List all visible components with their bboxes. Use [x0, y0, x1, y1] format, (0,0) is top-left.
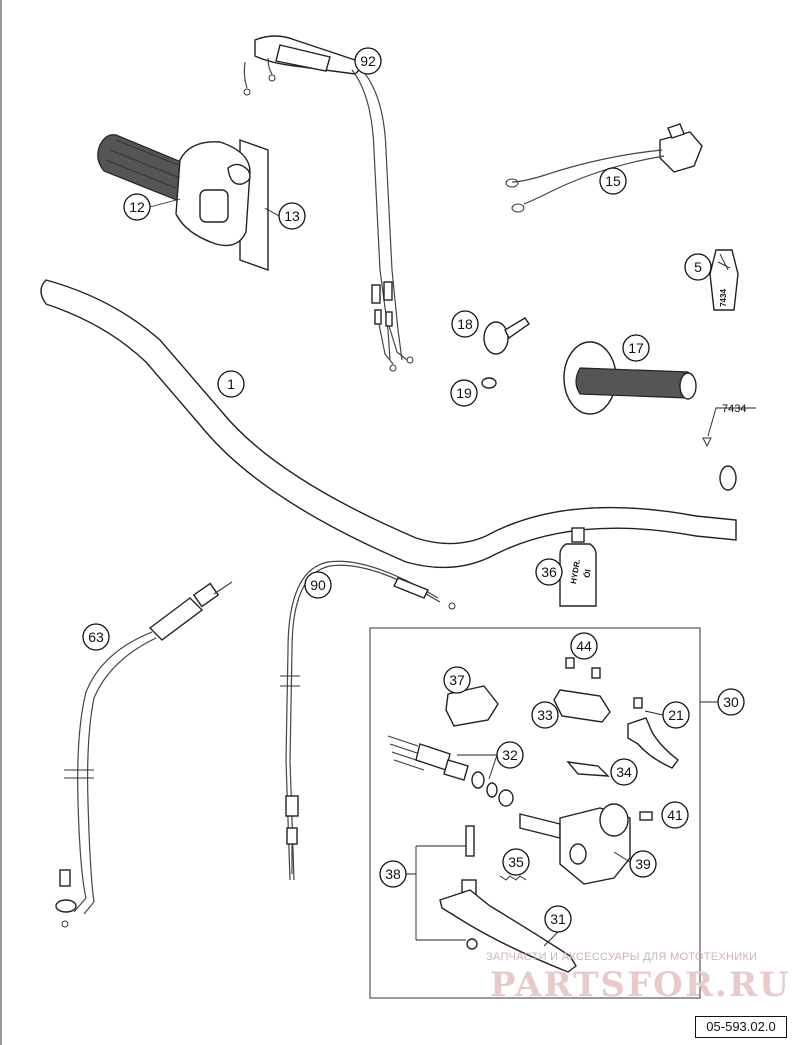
callout-35: 35 [502, 848, 530, 876]
throttle-cable [243, 35, 414, 372]
svg-text:33: 33 [537, 707, 553, 723]
callout-36: 36 [535, 558, 563, 586]
bottle-label-1: HYDR. [569, 559, 582, 585]
callout-41: 41 [661, 801, 689, 829]
master-cylinder-body [519, 803, 631, 885]
svg-text:34: 34 [616, 764, 632, 780]
reference-code: 05-593.02.0 [695, 1016, 787, 1038]
page-edge [0, 0, 2, 1045]
left-grip [563, 341, 697, 415]
svg-text:30: 30 [723, 694, 739, 710]
adjuster-lever [627, 697, 679, 769]
svg-text:92: 92 [360, 53, 376, 69]
dimension-label: 7434 [722, 403, 746, 415]
callout-34: 34 [610, 758, 638, 786]
watermark-logo: PARTSFOR.RU [490, 965, 791, 1005]
callout-1: 1 [217, 370, 245, 398]
svg-text:12: 12 [129, 199, 145, 215]
callout-5: 5 [684, 253, 712, 281]
svg-text:36: 36 [541, 564, 557, 580]
clutch-master-cylinder-group [369, 627, 718, 999]
svg-text:13: 13 [284, 208, 300, 224]
reservoir-cover [553, 689, 611, 723]
spring [499, 875, 527, 881]
svg-text:15: 15 [605, 173, 621, 189]
svg-text:41: 41 [667, 807, 683, 823]
svg-text:39: 39 [635, 856, 651, 872]
svg-text:44: 44 [576, 638, 592, 654]
piston-kit [387, 735, 514, 807]
hydraulic-oil-bottle: HYDR. Öl [559, 527, 597, 607]
svg-text:5: 5 [694, 259, 702, 275]
watermark-tagline: ЗАПЧАСТИ И АКСЕССУАРЫ ДЛЯ МОТОТЕХНИКИ [486, 951, 757, 963]
svg-text:18: 18 [457, 316, 473, 332]
svg-text:90: 90 [310, 577, 326, 593]
svg-text:38: 38 [385, 866, 401, 882]
svg-text:19: 19 [456, 385, 472, 401]
callout-18: 18 [451, 310, 479, 338]
svg-text:63: 63 [88, 629, 104, 645]
callout-19: 19 [450, 379, 478, 407]
hotstart-cable [55, 581, 233, 928]
callout-92: 92 [354, 47, 382, 75]
svg-text:37: 37 [449, 672, 465, 688]
callout-37: 37 [443, 666, 471, 694]
callout-90: 90 [304, 571, 332, 599]
throttle-housing [175, 139, 269, 271]
callout-21: 21 [662, 701, 690, 729]
callout-31: 31 [544, 905, 572, 933]
callout-30: 30 [717, 688, 745, 716]
callout-12: 12 [123, 193, 151, 221]
svg-text:17: 17 [628, 340, 644, 356]
svg-text:21: 21 [668, 707, 684, 723]
callout-13: 13 [278, 202, 306, 230]
diaphragm [566, 761, 610, 777]
callout-39: 39 [629, 850, 657, 878]
loctite-tube: 7434 [709, 249, 739, 311]
kill-switch [505, 123, 703, 213]
svg-text:31: 31 [550, 911, 566, 927]
clutch-cable [280, 560, 456, 881]
tube-label: 7434 [719, 289, 728, 307]
callout-15: 15 [599, 167, 627, 195]
callout-44: 44 [570, 632, 598, 660]
handlebar-clamp [445, 685, 499, 727]
callout-38: 38 [379, 860, 407, 888]
clutch-lever [439, 889, 577, 973]
handlebar: 7434 [40, 279, 756, 569]
cable-tie [483, 317, 530, 355]
callout-33: 33 [531, 701, 559, 729]
svg-text:35: 35 [508, 854, 524, 870]
svg-text:32: 32 [502, 747, 518, 763]
svg-text:1: 1 [227, 376, 235, 392]
bleed-screw [639, 811, 653, 821]
callout-17: 17 [622, 334, 650, 362]
bottle-label-2: Öl [582, 569, 592, 579]
pivot-bolt [406, 825, 478, 950]
cover-screws [565, 657, 601, 679]
callout-63: 63 [82, 623, 110, 651]
small-nut [481, 377, 497, 389]
callout-32: 32 [496, 741, 524, 769]
